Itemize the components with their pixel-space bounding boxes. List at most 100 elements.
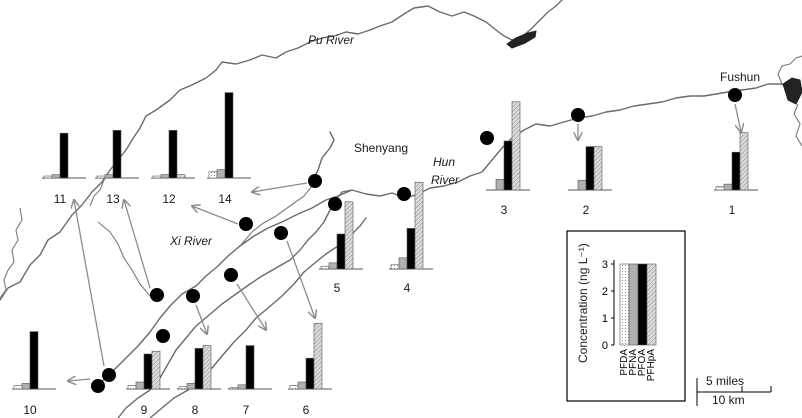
site-8[interactable] (186, 289, 200, 303)
bar-site-7-pfda (229, 387, 239, 390)
bar-group-site-9: 9 (126, 350, 170, 417)
bar-site-5-pfna (328, 262, 338, 270)
east-stream (777, 55, 802, 85)
bar-site-11-pfda (43, 175, 53, 179)
bar-site-12-pfna (160, 174, 170, 179)
bar-site-8-pfoa (194, 348, 204, 390)
site-label-10: 10 (23, 403, 37, 417)
site-14[interactable] (308, 174, 322, 188)
scale-km-label: 10 km (712, 393, 745, 407)
bar-site-10-pfda (13, 385, 23, 390)
bar-site-3-pfna (495, 179, 505, 191)
bar-site-7-pfna (237, 384, 247, 390)
connector-arrows (68, 103, 741, 381)
bar-site-6-pfoa (305, 357, 315, 390)
site-10a[interactable] (102, 368, 116, 382)
bar-site-14-pfda (208, 171, 218, 179)
site-11[interactable] (150, 288, 164, 302)
site-1[interactable] (728, 88, 742, 102)
bar-group-site-5: 5 (319, 201, 363, 295)
shenyang-tributary (311, 131, 335, 183)
site-label-14: 14 (218, 192, 232, 206)
site-label-8: 8 (192, 403, 199, 417)
legend-series-label-pfhpa: PFHpA (646, 349, 657, 382)
bar-site-1-pfhpa (739, 132, 749, 191)
bar-site-12-pfhpa (176, 174, 186, 179)
hun-river-label-2: River (431, 173, 460, 187)
legend-bar-pfhpa (646, 263, 657, 346)
legend-series-label-pfoa: PFOA (637, 349, 648, 377)
bar-group-site-14: 14 (207, 92, 251, 206)
east-stream-2 (793, 103, 802, 147)
bar-group-site-1: 1 (714, 132, 758, 217)
bar-site-4-pfda (390, 264, 400, 270)
scale-miles-label: 5 miles (706, 374, 744, 388)
bar-site-2-pfna (577, 179, 587, 191)
legend-series-label-pfna: PFNA (628, 349, 639, 376)
legend-bar-pfna (628, 263, 639, 346)
bar-site-1-pfda (715, 186, 725, 191)
bar-site-14-pfna (216, 169, 226, 179)
site-label-3: 3 (501, 203, 508, 217)
site-7[interactable] (224, 268, 238, 282)
bar-site-9-pfhpa (151, 350, 161, 390)
site-6[interactable] (274, 226, 288, 240)
west-stream (0, 207, 23, 299)
bar-site-1-pfoa (731, 151, 741, 191)
site-label-13: 13 (106, 192, 120, 206)
shenyang-tributary-2 (239, 185, 313, 247)
pu-river (0, 0, 563, 301)
site-label-9: 9 (141, 403, 148, 417)
site-label-6: 6 (303, 403, 310, 417)
bar-site-4-pfhpa (414, 181, 424, 270)
sampling-sites (91, 88, 742, 393)
bar-site-8-pfhpa (202, 345, 212, 390)
legend-series-label-pfda: PFDA (619, 349, 630, 376)
bar-site-10-pfoa (29, 331, 39, 390)
bar-site-3-pfhpa (511, 101, 521, 191)
bar-site-3-pfoa (503, 140, 513, 191)
bar-site-10-pfna (21, 383, 31, 390)
west-branch (97, 221, 151, 297)
shenyang-label: Shenyang (354, 141, 408, 155)
bar-site-5-pfoa (336, 233, 346, 270)
bar-site-9-pfda (127, 385, 137, 390)
site-10b[interactable] (91, 379, 105, 393)
bar-site-1-pfna (723, 183, 733, 191)
site-label-2: 2 (583, 203, 590, 217)
bar-site-6-pfda (289, 385, 299, 390)
legend-tick-label: 3 (602, 259, 608, 271)
site-label-12: 12 (162, 192, 176, 206)
bar-group-site-11: 11 (42, 132, 86, 206)
site-12[interactable] (239, 217, 253, 231)
site-2[interactable] (571, 108, 585, 122)
bar-site-4-pfoa (406, 228, 416, 270)
legend-bar-pfda (619, 263, 630, 346)
bar-group-site-13: 13 (95, 130, 139, 206)
site-label-11: 11 (54, 192, 67, 206)
bar-site-14-pfoa (224, 92, 234, 179)
bar-site-9-pfoa (143, 353, 153, 390)
bar-site-12-pfoa (168, 130, 178, 179)
bar-site-2-pfoa (585, 146, 595, 191)
site-label-7: 7 (243, 403, 250, 417)
fushun-label: Fushun (720, 70, 760, 84)
site-4[interactable] (397, 187, 411, 201)
site-9[interactable] (156, 329, 170, 343)
bar-group-site-8: 8 (177, 345, 221, 417)
bar-group-site-3: 3 (486, 101, 530, 217)
bar-site-8-pfda (178, 386, 188, 390)
site-3[interactable] (480, 131, 494, 145)
bar-site-6-pfna (297, 381, 307, 390)
bar-site-11-pfoa (59, 132, 69, 179)
bar-group-site-2: 2 (568, 146, 612, 217)
pu-lake (506, 30, 537, 49)
legend-axis-label: Concentration (ng L⁻¹) (576, 243, 590, 363)
xi-river-label: Xi River (169, 234, 213, 248)
site-5[interactable] (328, 197, 342, 211)
scale-bar: 5 miles 10 km (696, 374, 772, 407)
bar-site-7-pfoa (245, 345, 255, 390)
pu-river-label: Pu River (308, 33, 355, 47)
